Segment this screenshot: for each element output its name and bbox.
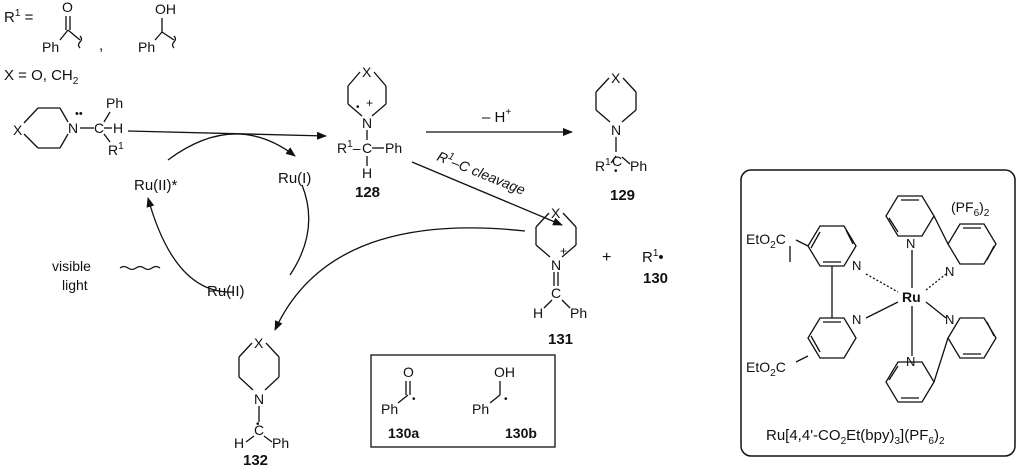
svg-text:R1 =: R1 = [4,8,34,26]
ru-excited-label: Ru(II)* [134,177,178,194]
svg-text:Ph: Ph [570,305,587,321]
svg-text:N: N [254,391,264,407]
svg-text:R1–: R1– [337,139,361,156]
r1-definition: R1 = O Ph , OH Ph X = O, CH2 [4,0,177,87]
svg-text:N: N [906,354,915,369]
cpd-132: X N C • H Ph 132 [234,335,289,468]
svg-text:X: X [254,335,264,351]
starting-amine: X N •• C Ph H R1 [13,95,124,158]
svg-text:OH: OH [494,364,515,380]
catalyst-box: (PF6)2 N EtO2C N EtO2C Ru N [740,169,1016,457]
svg-text:+: + [560,244,567,258]
label-128: 128 [355,184,380,201]
svg-text:O: O [403,364,414,380]
svg-text:N: N [68,120,78,136]
svg-text:,: , [99,37,103,54]
svg-text:X: X [611,70,621,86]
svg-text:H: H [533,305,543,321]
svg-text:H: H [362,165,372,181]
svg-text:N: N [611,122,621,138]
pyridine-n: N [852,258,861,273]
label-130b: 130b [505,425,537,441]
benzoyl-phenyl: Ph [42,39,59,55]
svg-text:Ph: Ph [472,401,489,417]
deprotonation-label: – H+ [482,107,511,126]
oxidation-arrow [127,130,327,140]
light-wave-icon [119,265,161,271]
cycle-arrow-left [146,197,235,293]
svg-text:•: • [504,394,508,405]
svg-text:C: C [551,285,561,301]
ru-one-label: Ru(I) [278,170,311,187]
label-131: 131 [548,331,573,348]
svg-text:R1: R1 [595,157,611,174]
ru-two-label: Ru(II) [207,283,245,300]
svg-text:C: C [362,140,372,156]
svg-text:X: X [13,122,23,138]
cpd-131: X + N C H Ph 131 [533,205,587,348]
svg-text:H: H [113,120,123,136]
light-label: visible [52,258,91,274]
svg-text:N: N [945,312,954,327]
reduction-arrow [274,227,526,331]
catalytic-cycle: Ru(II)* Ru(I) Ru(II) visible light [52,133,311,300]
svg-text:N: N [906,236,915,251]
hydroxy-group: OH [155,1,176,17]
attachment-squiggle [77,35,83,49]
svg-text:•: • [614,166,618,177]
svg-text:Ph: Ph [381,401,398,417]
svg-text:Ph: Ph [385,140,402,156]
svg-text:Ph: Ph [630,158,647,174]
svg-text:X: X [551,205,561,221]
svg-text:C: C [94,120,104,136]
lone-pair-dots: •• [75,108,83,120]
x-definition: X = O, CH2 [4,67,79,87]
svg-text:H: H [234,435,244,451]
svg-text:X: X [362,64,372,80]
svg-text:N: N [551,257,561,273]
catalyst-formula: Ru[4,4'-CO2Et(bpy)3](PF6)2 [766,427,945,447]
svg-text:light: light [62,277,88,293]
ester-bottom: EtO2C [746,359,786,379]
cleavage-label: R1–C cleavage [435,147,528,198]
radical-130: R1• [642,248,664,266]
label-129: 129 [610,187,635,204]
cpd-128: X • + N R1– C Ph H 128 [337,64,402,201]
svg-text:N: N [362,115,372,131]
ester-top: EtO2C [746,231,786,251]
radical-structures-box: O • Ph 130a OH • Ph 130b [370,354,556,448]
label-130: 130 [643,270,668,287]
ru-center: Ru [902,289,921,305]
label-132: 132 [243,452,268,468]
svg-text:N: N [945,264,954,279]
counter-ion: (PF6)2 [951,199,990,219]
svg-text:•: • [256,419,260,430]
svg-text:C: C [254,422,264,438]
svg-text:+: + [602,249,611,266]
svg-text:Ph: Ph [272,435,289,451]
svg-text:•: • [356,102,360,113]
cleavage-arrow [411,161,563,226]
svg-text:+: + [366,96,373,110]
svg-text:•: • [412,394,416,405]
label-130a: 130a [388,425,419,441]
svg-text:C: C [612,153,622,169]
cpd-129: X N R1 C • Ph 129 [595,70,647,204]
svg-text:Ph: Ph [106,95,123,111]
svg-text:N: N [852,312,861,327]
cycle-arrow-top [167,133,296,161]
svg-text:R1: R1 [108,141,124,158]
hydroxybenzyl-phenyl: Ph [138,39,155,55]
benzoyl-oxygen: O [62,0,73,15]
